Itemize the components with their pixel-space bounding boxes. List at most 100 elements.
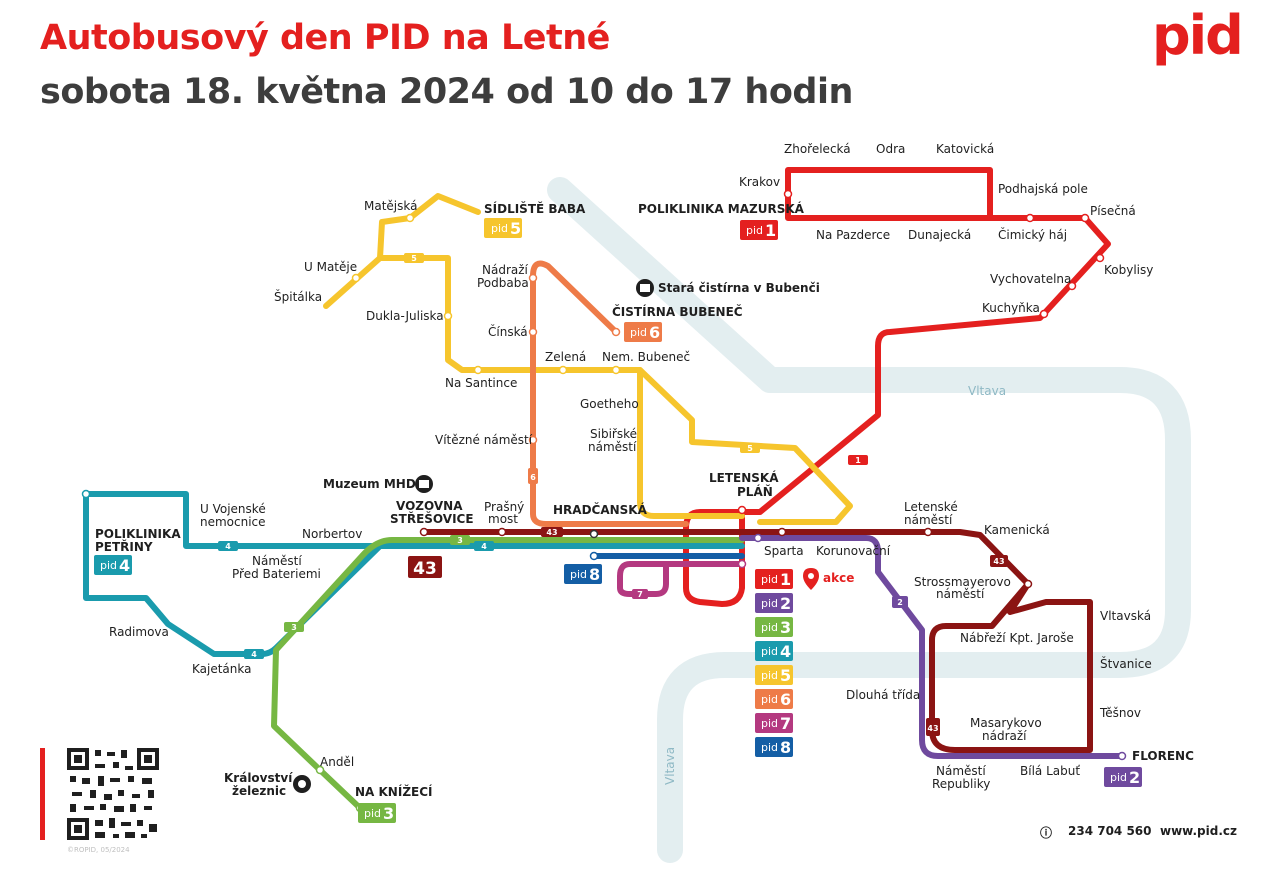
svg-text:4: 4 [119,556,130,575]
svg-text:pid: pid [746,224,763,237]
info-icon: ⓘ [1040,826,1053,840]
station-norbertov: Norbertov [302,527,362,541]
terminal-sidliste-baba: SÍDLIŠTĚ BABA [484,201,586,216]
svg-text:5: 5 [411,254,417,263]
line-6-route [530,260,689,527]
station-u-mateje: U Matěje [304,260,357,274]
station-stvanice: Štvanice [1100,656,1152,671]
station-matejska: Matějská [364,199,417,213]
poi-akce: akce [823,571,854,585]
station-u-vojenske-2: nemocnice [200,515,266,529]
svg-text:4: 4 [225,542,231,551]
terminal-vozovna-1: VOZOVNA [396,499,463,513]
svg-text:6: 6 [780,690,791,709]
station-pisecna: Písečná [1090,204,1136,218]
route-label-2: 2 [892,596,908,608]
route-label-1: 1 [848,455,868,465]
svg-text:pid: pid [761,669,778,682]
station-kajetanka: Kajetánka [192,662,251,676]
station-dukla: Dukla-Juliska [366,309,444,323]
svg-text:pid: pid [570,568,587,581]
station-namesti-rep-1: Náměstí [936,764,986,778]
station-dots [81,189,1127,813]
svg-text:5: 5 [510,219,521,238]
terminal-letenska-plan-1: LETENSKÁ [709,470,779,485]
svg-text:pid: pid [491,222,508,235]
station-nem-bubenec: Nem. Bubeneč [602,350,690,364]
phone-number[interactable]: 234 704 560 [1068,824,1152,838]
website-link[interactable]: www.pid.cz [1160,824,1237,838]
svg-text:pid: pid [761,717,778,730]
terminal-florenc: FLORENC [1132,749,1194,763]
station-zhorelecka: Zhořelecká [784,142,851,156]
station-cimicky: Čimický háj [998,227,1067,242]
svg-text:pid: pid [761,573,778,586]
station-goetheho: Goetheho [580,397,639,411]
line-3-route [271,537,745,811]
copyright: ©ROPID, 05/2024 [67,846,130,854]
station-bila-labut: Bílá Labuť [1020,764,1080,778]
svg-text:3: 3 [457,536,463,545]
terminal-vozovna-2: STŘEŠOVICE [390,511,474,526]
poi-kralovstvi-2: železnic [232,784,286,798]
station-nadrazi-podbaba-2: Podbaba [477,276,529,290]
svg-text:pid: pid [364,807,381,820]
station-na-pazderce: Na Pazderce [816,228,890,242]
station-namesti-pb-2: Před Bateriemi [232,567,321,581]
svg-text:pid: pid [100,559,117,572]
svg-text:43: 43 [546,528,557,537]
svg-text:4: 4 [780,642,791,661]
svg-text:8: 8 [589,565,600,584]
svg-text:2: 2 [1129,768,1140,787]
station-dunajecka: Dunajecká [908,228,971,242]
svg-text:pid: pid [761,621,778,634]
station-vychovatelna: Vychovatelna [990,272,1071,286]
station-namesti-rep-2: Republiky [932,777,990,791]
station-masarykovo-2: nádraží [982,729,1027,743]
route-label-3: 3 [450,535,470,545]
station-stross-1: Strossmayerovo [914,575,1011,589]
station-letenske-nam-2: náměstí [904,513,953,527]
svg-text:pid: pid [761,597,778,610]
poi-stara-cistirna: Stará čistírna v Bubenči [658,281,820,295]
train-icon-kralovstvi [293,775,311,793]
station-namesti-pb-1: Náměstí [252,554,302,568]
river-vltava [547,177,1191,863]
svg-text:7: 7 [780,714,791,733]
station-krakov: Krakov [739,175,780,189]
station-cinska: Čínská [488,324,528,339]
route-label-7: 7 [632,589,648,599]
svg-text:6: 6 [530,473,536,482]
station-prasny-2: most [488,512,518,526]
station-korunovacni: Korunovační [816,544,891,558]
terminal-hradcanska: HRADČANSKÁ [553,502,648,517]
location-pin-icon [803,568,819,590]
line-43-route [421,529,1093,753]
route-number-labels: 5 5 1 6 43 3 4 4 4 3 7 2 43 43 [218,253,1008,736]
qr-code[interactable] [67,748,159,840]
station-u-vojenske-1: U Vojenské [200,502,266,516]
station-kobylisy: Kobylisy [1104,263,1153,277]
station-podhajska: Podhajská pole [998,182,1088,196]
svg-text:8: 8 [780,738,791,757]
station-letenske-nam-1: Letenské [904,500,958,514]
poi-muzeum-mhd: Muzeum MHD [323,477,416,491]
svg-text:1: 1 [765,221,776,240]
page-title: Autobusový den PID na Letné [40,18,610,58]
svg-text:3: 3 [383,804,394,823]
poi-kralovstvi-1: Království [224,771,293,785]
accent-bar [40,748,45,840]
route-label-5-lower: 5 [740,443,760,453]
